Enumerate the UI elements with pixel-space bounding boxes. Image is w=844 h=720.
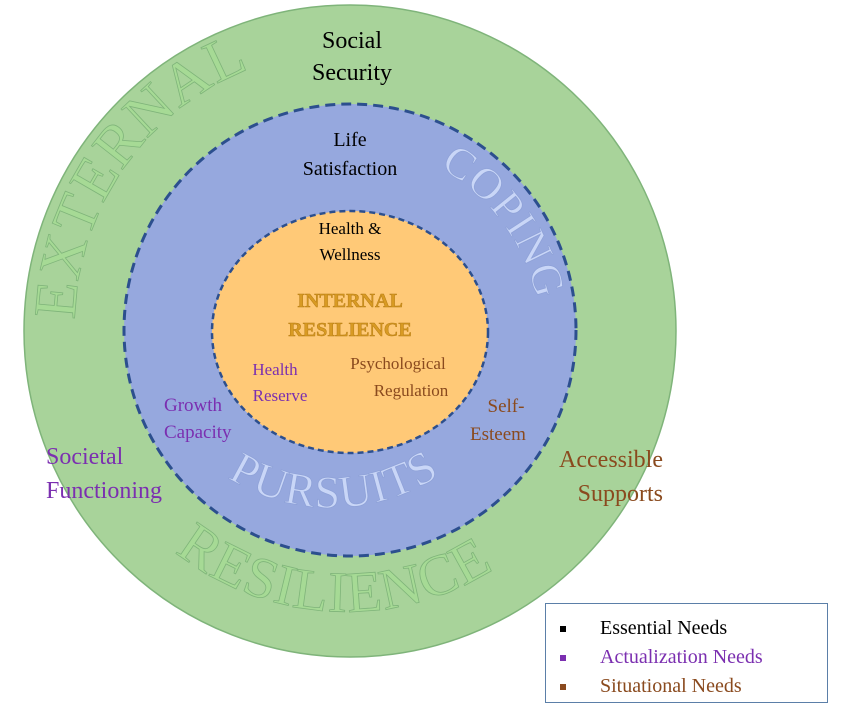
life-satisfaction-line-2: Satisfaction [303,158,397,180]
health-reserve-line-1: Health [252,360,298,379]
psychological-regulation-line-1: Psychological [350,354,446,373]
self-esteem-label: Self- Esteem [470,396,526,445]
internal-resilience-title: INTERNAL RESILIENCE [288,290,412,342]
legend-item-actualization: Actualization Needs [560,643,827,672]
legend-label: Situational Needs [600,675,742,697]
legend-item-situational: Situational Needs [560,672,827,701]
accessible-supports-line-1: Accessible [559,447,663,473]
life-satisfaction-label: Life Satisfaction [303,129,397,180]
square-bullet-icon [560,625,566,632]
accessible-supports-label: Accessible Supports [559,447,663,507]
internal-title-line-2: RESILIENCE [288,319,411,341]
growth-capacity-line-1: Growth [164,395,223,416]
social-security-line-2: Security [312,60,392,86]
self-esteem-line-1: Self- [488,396,525,417]
social-security-label: Social Security [312,28,392,86]
societal-functioning-line-1: Societal [46,444,124,470]
growth-capacity-label: Growth Capacity [164,395,232,443]
health-reserve-line-2: Reserve [253,386,308,405]
legend-label: Actualization Needs [600,646,763,668]
social-security-line-1: Social [322,28,382,54]
internal-title-line-1: INTERNAL [297,290,403,312]
psychological-regulation-label: Psychological Regulation [350,354,448,400]
growth-capacity-line-2: Capacity [164,422,232,443]
health-reserve-label: Health Reserve [252,360,307,405]
health-wellness-line-1: Health & [319,219,382,238]
self-esteem-line-2: Esteem [470,424,526,445]
life-satisfaction-line-1: Life [333,129,366,151]
societal-functioning-line-2: Functioning [46,478,162,504]
square-bullet-icon [560,654,566,661]
legend-item-essential: Essential Needs [560,614,827,643]
health-wellness-label: Health & Wellness [319,219,382,264]
health-wellness-line-2: Wellness [320,245,381,264]
inner-circle [210,209,490,455]
legend: Essential Needs Actualization Needs Situ… [545,603,828,703]
psychological-regulation-line-2: Regulation [374,381,449,400]
square-bullet-icon [560,683,566,690]
legend-label: Essential Needs [600,617,728,639]
accessible-supports-line-2: Supports [578,481,663,507]
societal-functioning-label: Societal Functioning [46,444,162,504]
